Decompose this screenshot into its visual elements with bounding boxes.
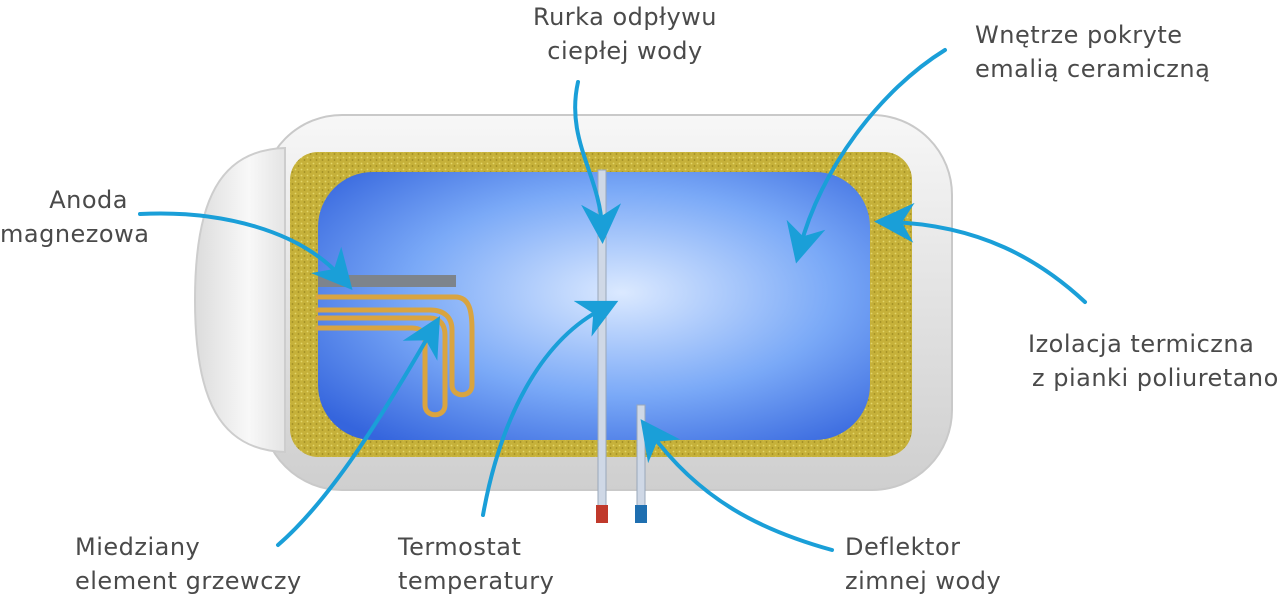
arrow-thermostat <box>481 300 619 517</box>
tank <box>193 114 953 523</box>
label-thermal-insulation: Izolacja termiczna z pianki poliuretanow… <box>1028 327 1280 395</box>
label-thermal-insulation-line1: Izolacja termiczna <box>1028 330 1255 358</box>
arrow-cold-deflector <box>640 419 834 552</box>
label-thermostat-line2: temperatury <box>398 567 555 595</box>
label-thermostat: Termostat temperatury <box>398 530 554 598</box>
label-magnesium-anode-line1: Anoda <box>49 186 128 214</box>
label-enamel-interior-line2: emalią ceramiczną <box>975 55 1211 83</box>
label-enamel-interior-line1: Wnętrze pokryte <box>975 21 1183 49</box>
label-cold-water-deflector: Deflektor zimnej wody <box>845 530 1001 598</box>
arrow-anode <box>138 211 353 291</box>
arrow-hot-water-pipe <box>573 80 622 244</box>
label-cold-water-deflector-line2: zimnej wody <box>845 567 1002 595</box>
hot-outlet <box>596 505 608 523</box>
label-hot-water-pipe-line2: ciepłej wody <box>547 37 703 65</box>
label-copper-heater: Miedziany element grzewczy <box>75 530 302 598</box>
label-magnesium-anode-line2: magnezowa <box>0 220 150 248</box>
label-thermal-insulation-line2: z pianki poliuretanowej <box>1032 364 1280 392</box>
callout-arrows <box>138 48 1087 552</box>
label-thermostat-line1: Termostat <box>398 533 522 561</box>
label-cold-water-deflector-line1: Deflektor <box>845 533 961 561</box>
arrow-insulation <box>874 202 1087 304</box>
tank-end-cap <box>193 146 286 454</box>
label-copper-heater-line2: element grzewczy <box>75 567 302 595</box>
label-copper-heater-line1: Miedziany <box>75 533 201 561</box>
arrow-copper-heater <box>276 316 441 547</box>
label-enamel-interior: Wnętrze pokryte emalią ceramiczną <box>975 18 1210 86</box>
label-magnesium-anode: Anoda magnezowa <box>0 183 150 251</box>
cold-deflector <box>636 404 646 511</box>
arrow-enamel-interior <box>786 48 947 264</box>
label-hot-water-pipe-line1: Rurka odpływu <box>532 3 717 31</box>
inner-water <box>318 172 870 440</box>
label-hot-water-pipe: Rurka odpływu ciepłej wody <box>520 0 730 68</box>
cold-inlet <box>635 505 647 523</box>
